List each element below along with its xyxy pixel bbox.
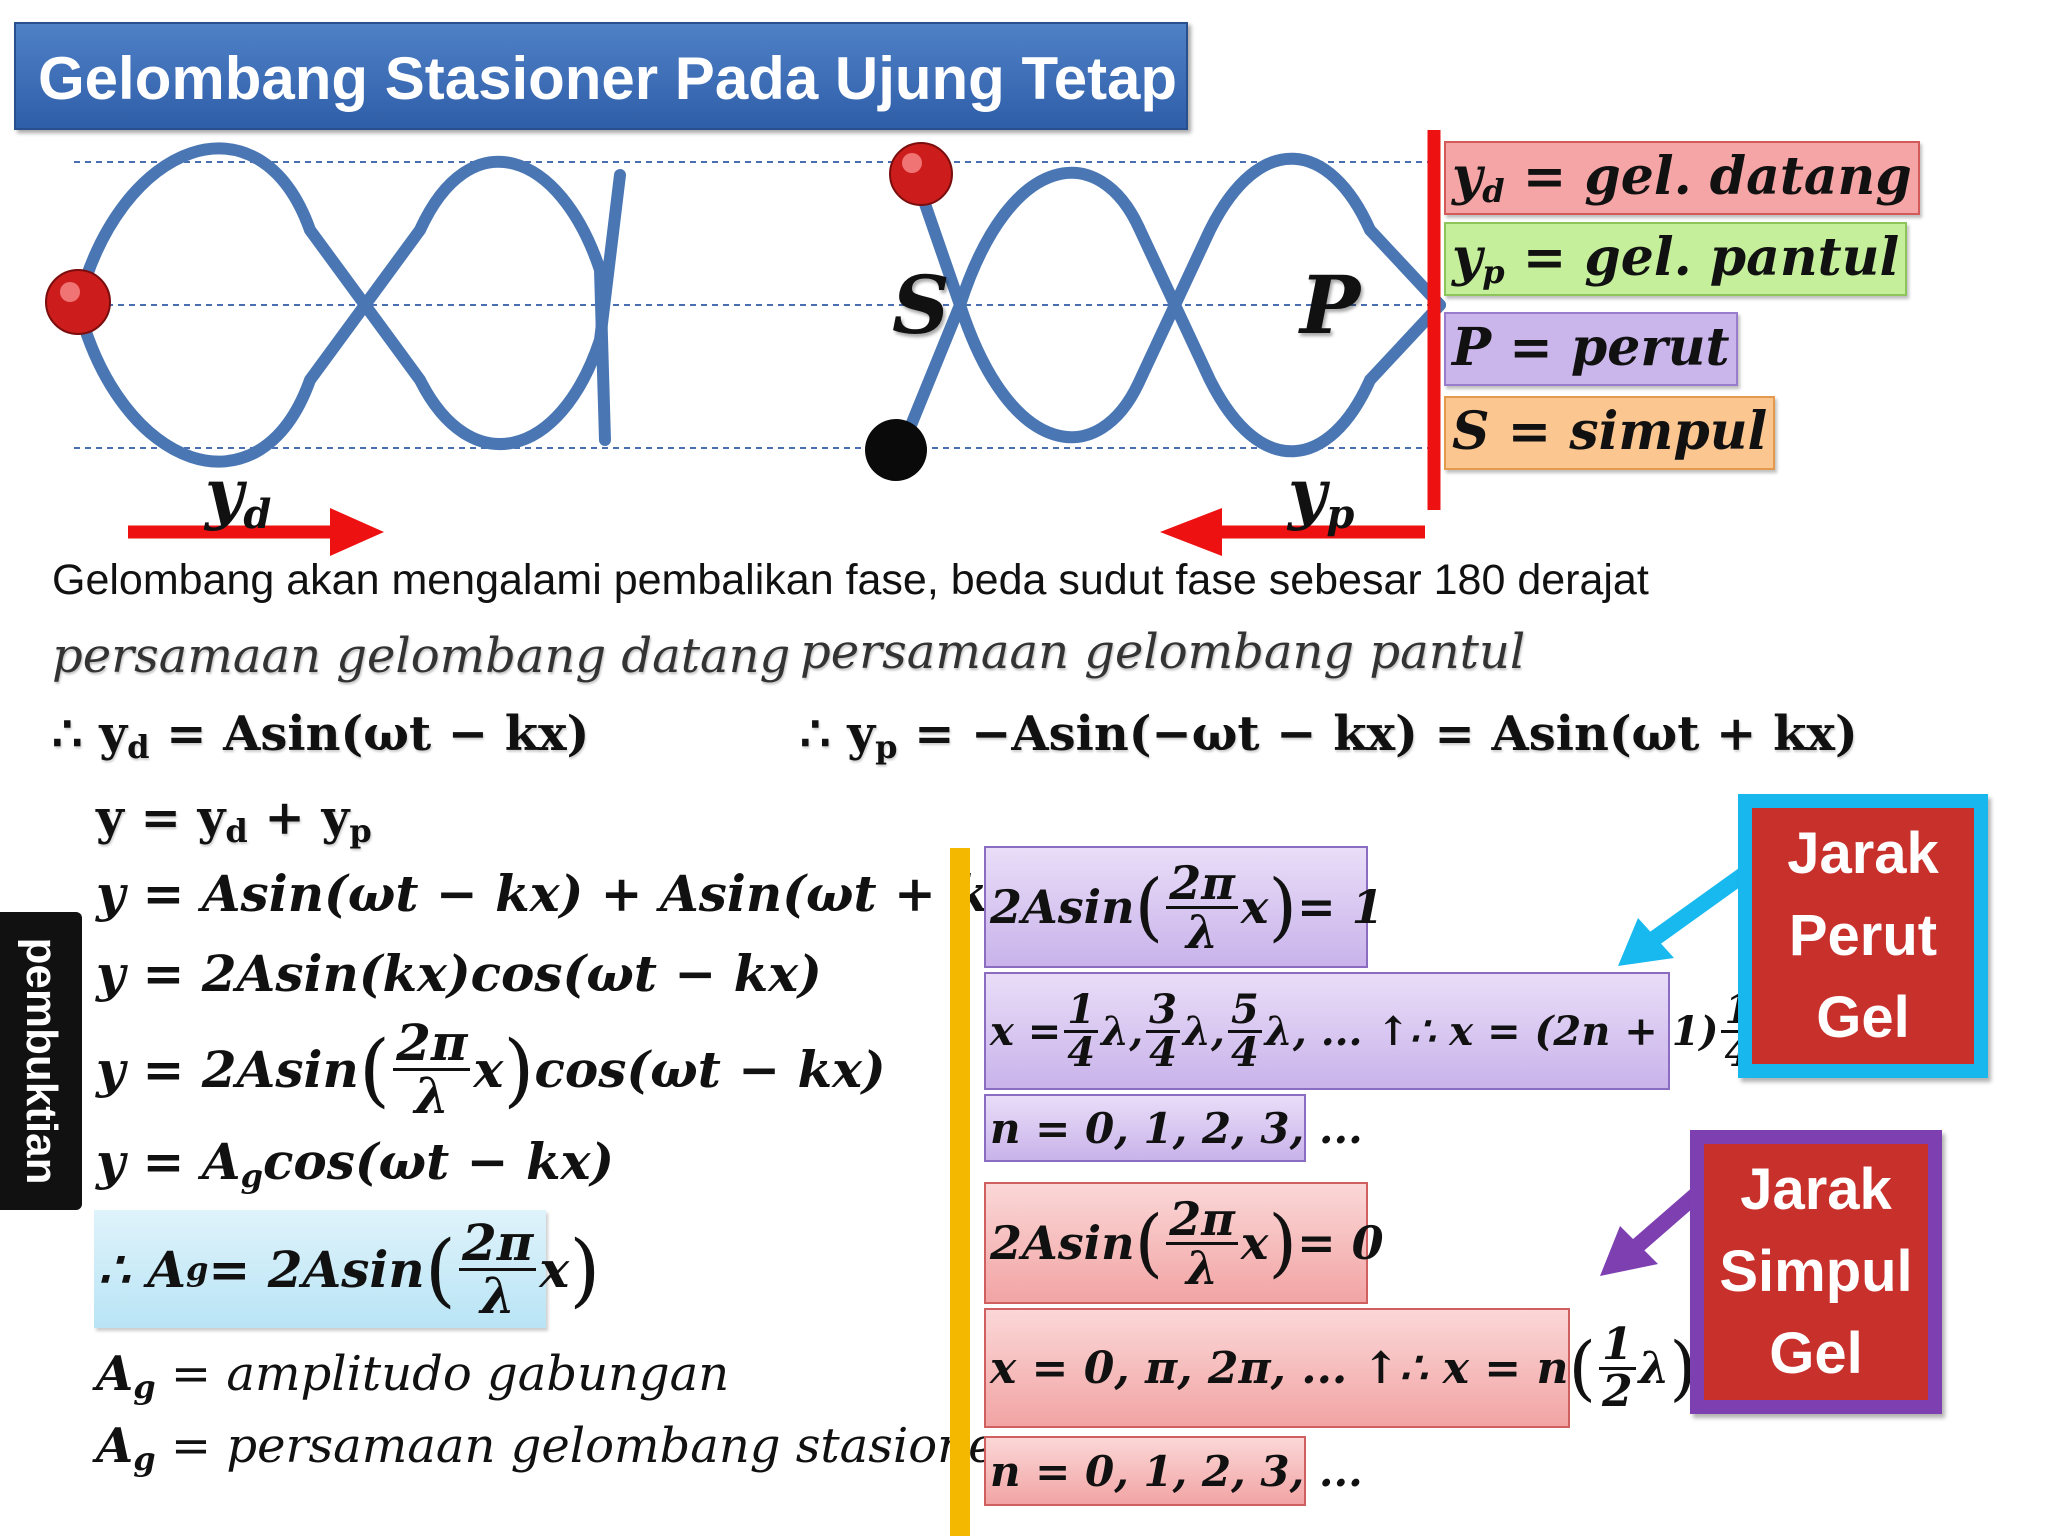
label-simpul-s: S: [892, 258, 950, 352]
simpul-n-box: n = 0, 1, 2, 3, ...: [984, 1436, 1363, 1506]
callout-jarak-perut: Jarak Perut Gel: [1738, 794, 1988, 1078]
proof-line-3: y = 2Asin(kx)cos(ωt − kx): [96, 944, 822, 1003]
arrow-to-perut: [1618, 863, 1755, 966]
arrow-incoming: [128, 508, 384, 556]
standing-wave-diagram: [45, 130, 1446, 556]
label-perut-p: P: [1300, 258, 1361, 352]
definition-perut: P = perut: [1444, 312, 1738, 386]
definition-simpul: S = simpul: [1444, 396, 1776, 470]
red-ball-right: [889, 142, 953, 206]
proof-line-5: y = Agcos(ωt − kx): [96, 1132, 615, 1195]
equation-incoming: ∴ yd = Asin(ωt − kx): [52, 706, 590, 766]
definition-standing-wave: Ag = persamaan gelombang stasioner: [96, 1418, 1020, 1478]
perut-n-box: n = 0, 1, 2, 3, ...: [984, 1094, 1363, 1162]
label-incoming-equation: persamaan gelombang datang: [52, 628, 791, 684]
proof-tab-label: pembuktian: [17, 937, 66, 1185]
definition-yp: yp = gel. pantul: [1444, 222, 1908, 296]
proof-tab: pembuktian: [0, 912, 82, 1210]
proof-line-2: y = Asin(ωt − kx) + Asin(ωt + kx): [96, 864, 1042, 923]
definition-yd: yd = gel. datang: [1444, 141, 1920, 215]
label-yp: yp: [1288, 454, 1355, 538]
black-ball: [865, 419, 927, 481]
equation-reflected: ∴ yp = −Asin(−ωt − kx) = Asin(ωt + kx): [800, 706, 1858, 766]
label-yd: yd: [205, 454, 272, 538]
divider-bar: [950, 848, 970, 1536]
wave-curves-left: [72, 142, 626, 468]
red-ball-left: [45, 269, 111, 335]
arrow-reflected: [1160, 508, 1425, 556]
callout-jarak-simpul: Jarak Simpul Gel: [1690, 1130, 1942, 1414]
phase-statement: Gelombang akan mengalami pembalikan fase…: [52, 556, 1649, 604]
label-reflected-equation: persamaan gelombang pantul: [800, 624, 1526, 680]
wave-curves-right: [899, 152, 1446, 458]
page-title: Gelombang Stasioner Pada Ujung Tetap: [38, 45, 1178, 112]
definition-amplitude: Ag = amplitudo gabungan: [96, 1346, 730, 1406]
title-banner: Gelombang Stasioner Pada Ujung Tetap: [14, 22, 1188, 130]
proof-line-1: y = yd + yp: [96, 790, 372, 850]
reference-lines: [74, 161, 1440, 449]
